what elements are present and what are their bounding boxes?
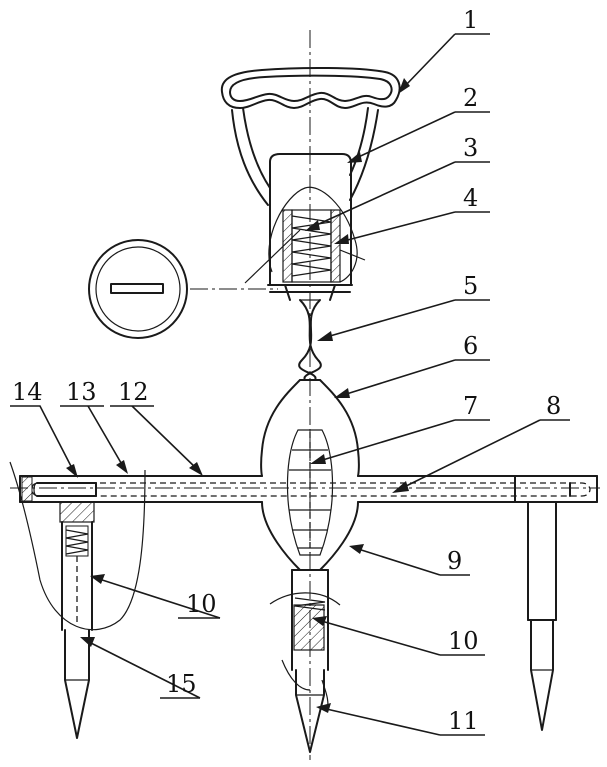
label-7: 7 [463,392,478,420]
twist-drill [299,300,321,380]
label-5: 5 [463,272,478,300]
label-8: 8 [546,392,561,420]
label-15: 15 [166,670,197,698]
left-leg [10,462,145,738]
part-labels: 1 2 3 4 5 6 7 8 9 10 10 11 12 13 14 15 [12,6,561,735]
label-11: 11 [448,707,479,735]
center-leg [270,570,340,752]
label-4: 4 [463,184,478,212]
label-2: 2 [463,84,478,112]
right-leg [528,502,556,730]
label-9: 9 [447,547,462,575]
section-inset [89,240,187,338]
horizontal-bar [20,476,597,502]
label-12: 12 [118,378,149,406]
handle [222,68,400,205]
label-1: 1 [463,6,478,34]
label-10-right: 10 [448,627,479,655]
label-6: 6 [463,332,478,360]
label-14: 14 [12,378,43,406]
label-13: 13 [66,378,97,406]
label-3: 3 [463,134,478,162]
label-10-left: 10 [186,590,217,618]
